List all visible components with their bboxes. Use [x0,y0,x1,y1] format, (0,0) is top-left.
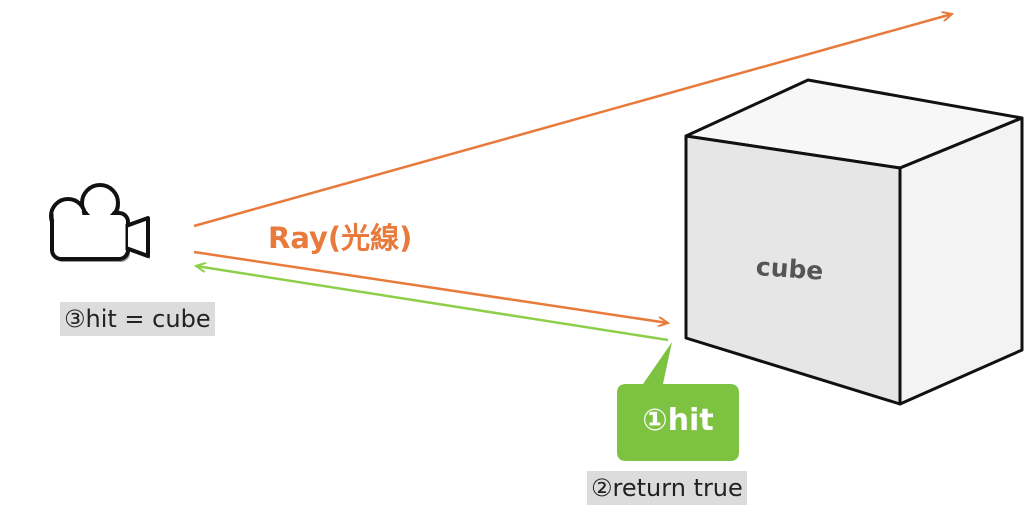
hit-bubble [617,342,739,461]
return-true-label: ②return true [587,471,747,505]
cube-label: cube [754,252,825,286]
return-arrow [196,266,669,342]
cube-front-face [684,134,902,406]
hit-result-label: ③hit = cube [60,302,215,336]
hit-bubble-label: ①hit [642,402,714,438]
ray-hit-arrow [193,250,668,323]
video-camera-icon [49,183,150,262]
ray-label: Ray(光線) [268,221,413,255]
cube-right-face [898,116,1024,406]
ray-upper-arrow [193,14,952,228]
cube [684,78,1024,406]
